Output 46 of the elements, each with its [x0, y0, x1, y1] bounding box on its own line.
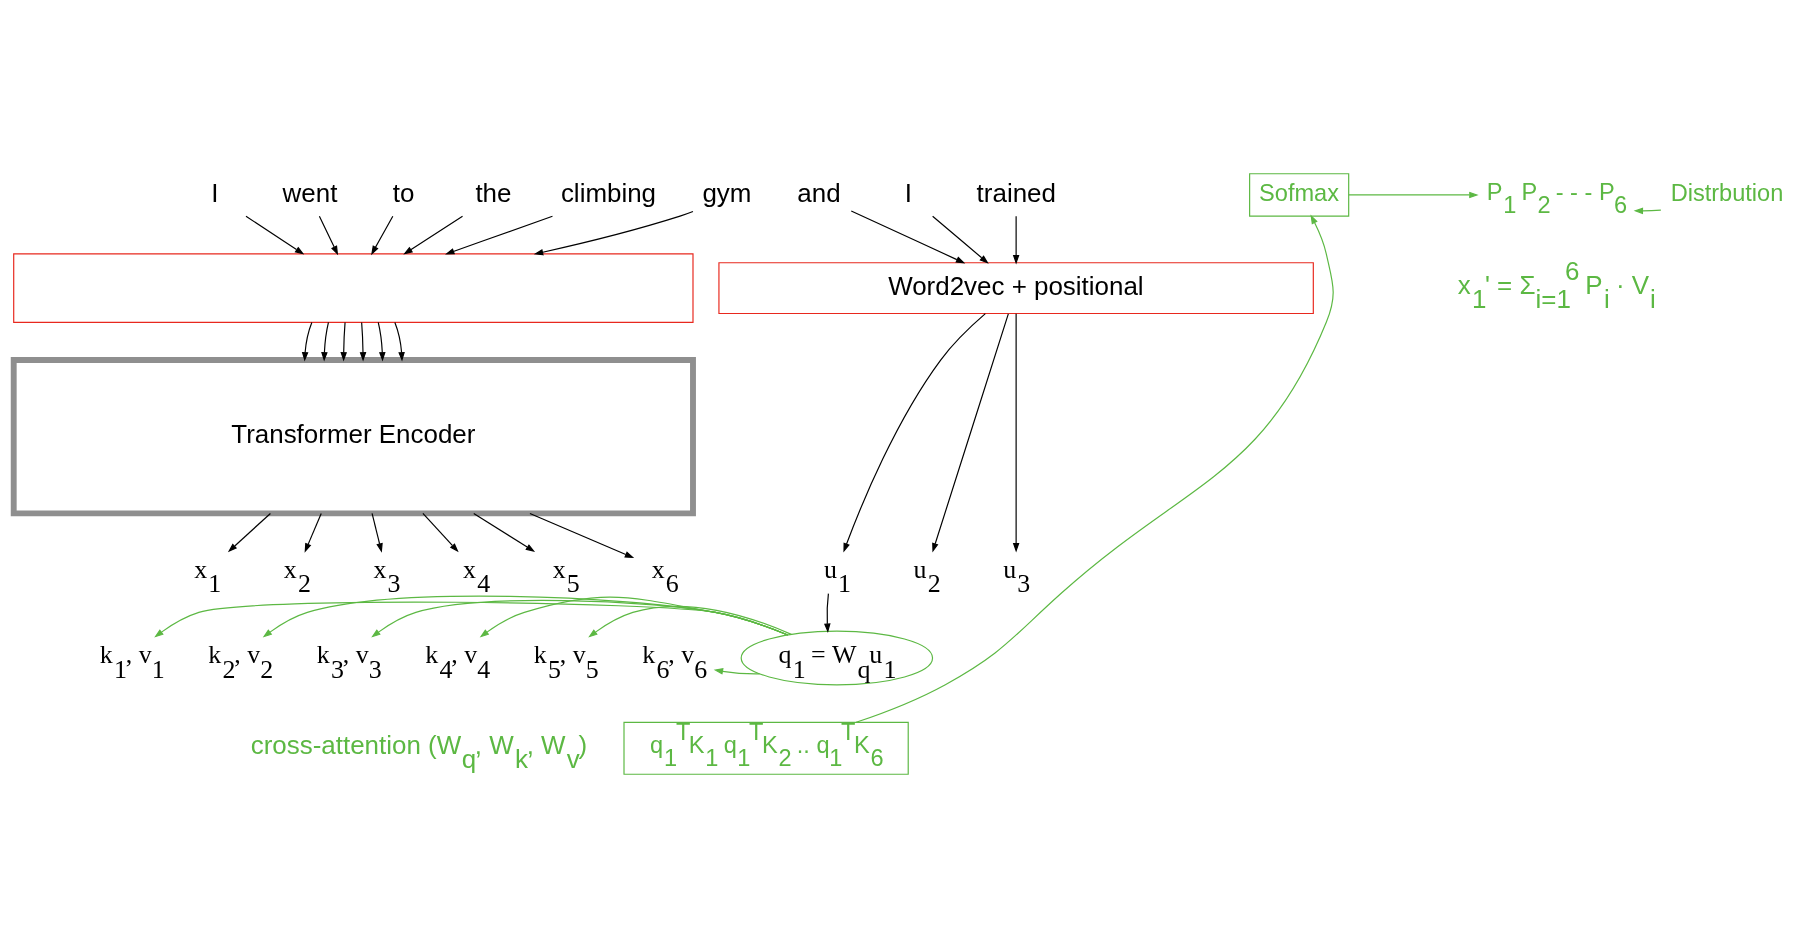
arrow: [394, 321, 405, 362]
node-text: to: [392, 178, 415, 207]
node-text: gym: [702, 178, 752, 207]
node-box: [13, 252, 694, 323]
arrow: [824, 592, 831, 633]
arrow: [304, 512, 322, 553]
arrow: [245, 215, 305, 255]
arrow: [359, 321, 367, 362]
arrow: [422, 512, 459, 552]
arrow: [321, 321, 330, 362]
arrow: [371, 512, 383, 553]
arrow: [377, 321, 386, 362]
arrow: [850, 209, 966, 263]
arrow: [445, 215, 554, 254]
node-text: I: [211, 178, 219, 207]
arrow: [262, 595, 789, 638]
arrow: [713, 667, 761, 675]
node-box: Sofmax: [1249, 172, 1350, 217]
node-text: I: [904, 178, 912, 207]
node-text: and: [797, 178, 841, 207]
arrow: [843, 312, 986, 553]
arrow: [1633, 207, 1662, 214]
arrow: [227, 512, 271, 552]
node-text: trained: [976, 178, 1056, 207]
arrow: [318, 215, 339, 255]
arrow: [529, 512, 635, 558]
arrow: [1348, 191, 1479, 198]
arrow: [932, 215, 989, 264]
node-box: Transformer Encoder: [10, 356, 696, 516]
node-text: climbing: [560, 178, 657, 207]
node-box: Word2vec + positional: [718, 261, 1314, 314]
arrow: [855, 214, 1334, 723]
arrow: [340, 321, 347, 362]
arrow: [479, 596, 789, 638]
node-text: Distrbution: [1670, 179, 1784, 206]
arrow: [371, 215, 394, 255]
arrow: [932, 312, 1009, 552]
arrow: [588, 605, 792, 638]
arrow: [1012, 312, 1020, 552]
node-text: went: [282, 178, 338, 207]
arrow: [1012, 215, 1020, 264]
arrow: [533, 210, 694, 255]
arrow: [403, 215, 464, 255]
arrow: [473, 512, 536, 552]
arrow: [301, 321, 313, 362]
node-text: the: [475, 178, 512, 207]
